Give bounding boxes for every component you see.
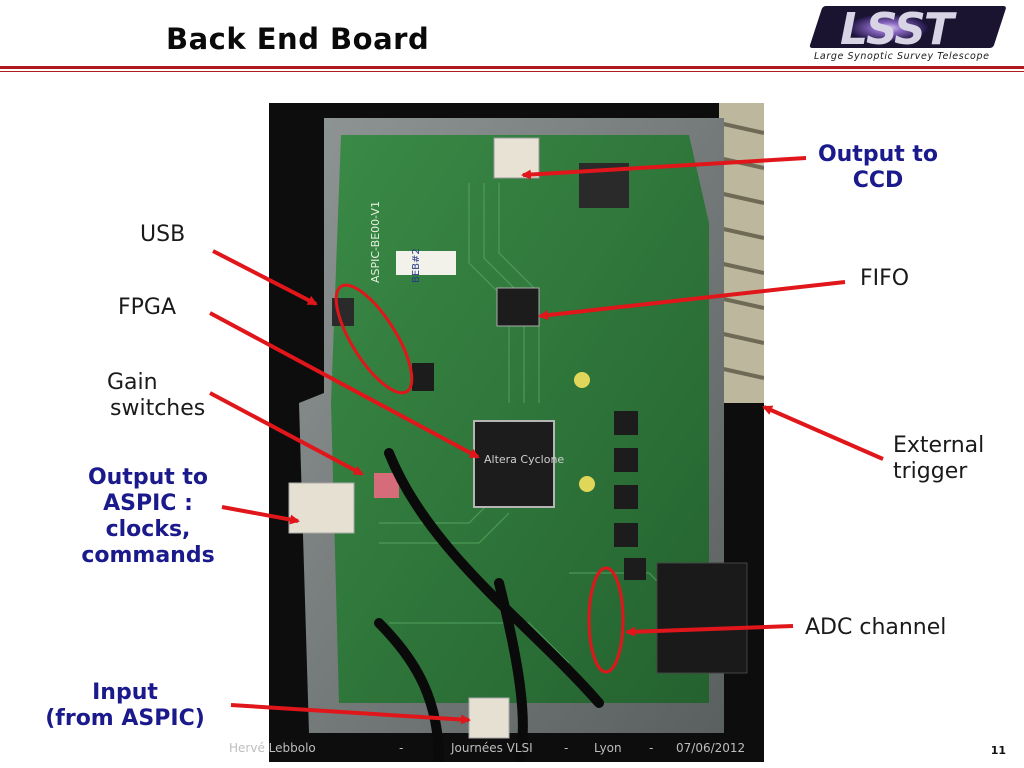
- fpga-marking: Altera Cyclone: [484, 453, 564, 466]
- label-adc-channel: ADC channel: [805, 615, 947, 640]
- footer-sep-2: -: [564, 741, 569, 755]
- board-photo: Altera Cyclone ASPIC-BE00-V1 BEB#2: [269, 103, 764, 762]
- adc-highlight-ellipse: [587, 566, 625, 674]
- label-usb: USB: [140, 222, 186, 247]
- arrow-output-ccd: [521, 156, 807, 180]
- arrow-input: [230, 703, 471, 725]
- lsst-logo: LSST: [809, 4, 1006, 55]
- label-external-line1: External: [893, 433, 985, 458]
- arrow-usb: [212, 249, 318, 306]
- title-rule-thick: [0, 66, 1024, 69]
- label-output-aspic: Output to ASPIC : clocks, commands: [72, 465, 224, 569]
- label-input-line2: (from ASPIC): [45, 705, 205, 731]
- arrow-gain: [209, 391, 364, 476]
- usb-highlight-ellipse: [334, 283, 414, 395]
- label-output-ccd-line2: CCD: [852, 167, 904, 193]
- label-input: Input (from ASPIC): [20, 680, 230, 732]
- board-illustration: Altera Cyclone ASPIC-BE00-V1 BEB#2: [269, 103, 764, 762]
- label-fifo: FIFO: [860, 266, 910, 291]
- label-output-aspic-line3: clocks,: [105, 516, 191, 542]
- footer-event: Journées VLSI: [451, 741, 533, 755]
- label-output-aspic-line4: commands: [81, 542, 215, 568]
- slide-footer: Hervé Lebbolo - Journées VLSI - Lyon - 0…: [229, 741, 769, 759]
- label-output-ccd-line1: Output to: [817, 142, 939, 167]
- footer-sep-3: -: [649, 741, 654, 755]
- arrow-fifo: [538, 280, 846, 321]
- label-fpga: FPGA: [118, 295, 177, 320]
- label-gain-line1: Gain: [107, 370, 158, 395]
- arrow-adc: [625, 624, 794, 637]
- label-external-trigger: External trigger: [893, 433, 984, 485]
- label-external-line2: trigger: [893, 458, 968, 484]
- footer-place: Lyon: [594, 741, 622, 755]
- label-input-line1: Input: [92, 680, 158, 705]
- footer-author: Hervé Lebbolo: [229, 741, 316, 755]
- footer-sep-1: -: [399, 741, 404, 755]
- label-output-ccd: Output to CCD: [808, 142, 948, 194]
- logo-lettering: LSST: [840, 4, 957, 55]
- page-number: 11: [990, 744, 1006, 757]
- slide-title: Back End Board: [166, 22, 430, 56]
- arrow-fpga: [209, 311, 480, 459]
- label-gain-line2: switches: [110, 395, 206, 421]
- silkscreen-tag: BEB#2: [411, 248, 422, 283]
- arrow-external-trigger: [762, 405, 884, 461]
- arrow-output-aspic: [221, 505, 300, 525]
- silkscreen-id: ASPIC-BE00-V1: [369, 201, 382, 283]
- title-rule-thin: [0, 71, 1024, 72]
- footer-date: 07/06/2012: [676, 741, 746, 755]
- label-gain-switches: Gain switches: [107, 370, 205, 422]
- label-output-aspic-line2: ASPIC :: [103, 490, 193, 516]
- label-output-aspic-line1: Output to: [87, 465, 209, 490]
- logo-subtitle: Large Synoptic Survey Telescope: [814, 51, 990, 62]
